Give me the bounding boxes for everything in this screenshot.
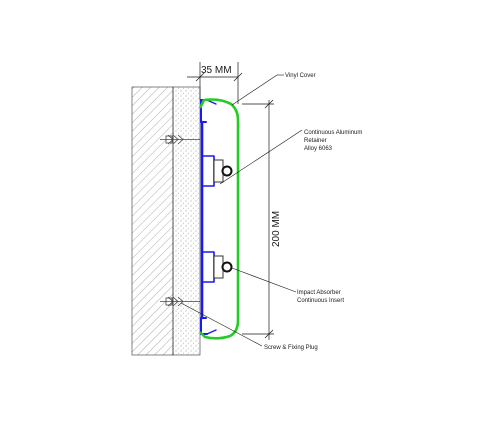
height-dimension-label: 200 MM (271, 211, 282, 247)
aluminum-retainer (200, 99, 217, 335)
leader-lines (180, 74, 303, 347)
absorber-label-line1: Impact Absorber (297, 290, 341, 296)
width-dimension-label: 35 MM (201, 65, 232, 76)
retainer-label-line1: Continuous Aluminum (304, 130, 362, 136)
vinyl-cover (198, 98, 240, 340)
absorber-label-line2: Continuous Insert (297, 298, 344, 304)
impact-absorber (213, 159, 233, 279)
plaster-layer (172, 86, 201, 356)
height-dimension (242, 99, 274, 340)
retainer-label-line3: Alloy 6063 (304, 146, 333, 152)
screw-label: Screw & Fixing Plug (264, 345, 318, 351)
vinyl-cover-label: Vinyl Cover (285, 73, 316, 79)
retainer-label-line2: Retainer (304, 138, 327, 144)
screw-fixing-plug (160, 134, 200, 307)
wall-section (131, 86, 201, 356)
width-dimension (187, 62, 243, 104)
masonry-wall (131, 86, 174, 356)
